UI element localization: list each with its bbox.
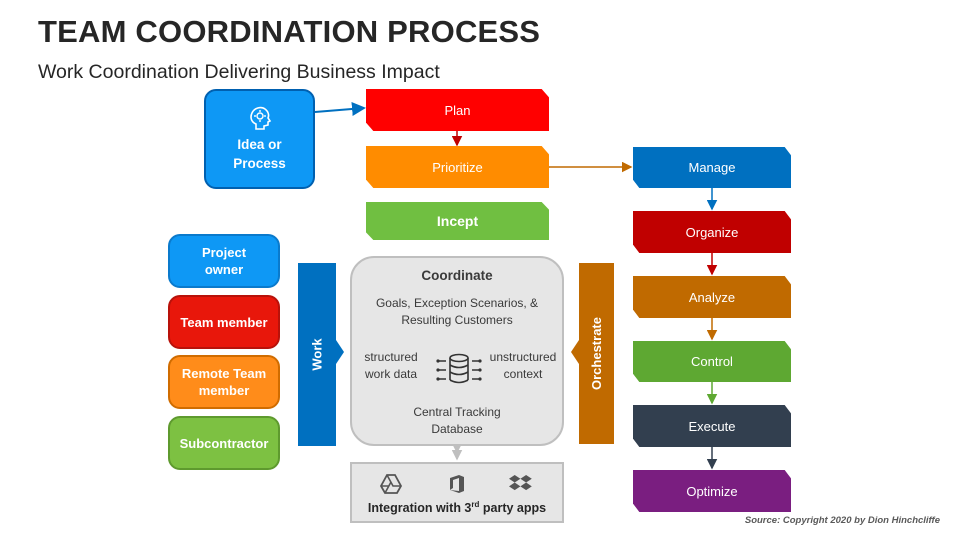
page-title: TEAM COORDINATION PROCESS [38,14,541,49]
role-remote-team-member[interactable]: Remote Team member [168,355,280,409]
integration-box[interactable]: Integration with 3rd party apps [350,462,564,523]
role-subcontractor-label: Subcontractor [179,435,269,451]
orchestrate-bar[interactable] [579,263,614,444]
role-subcontractor[interactable]: Subcontractor [168,416,280,470]
step-manage-label: Manage [688,160,736,175]
office-icon [450,475,464,493]
incept-box[interactable]: Incept [366,202,549,240]
coordinate-box[interactable]: Coordinate Goals, Exception Scenarios, &… [350,256,564,446]
source-credit: Source: Copyright 2020 by Dion Hinchclif… [744,515,940,526]
role-project-owner[interactable]: Project owner [168,234,280,288]
step-analyze[interactable]: Analyze [633,276,791,318]
step-execute-label: Execute [688,418,736,434]
plan-box[interactable]: Plan [366,89,549,131]
plan-label: Plan [444,102,471,118]
role-team-member-label: Team member [180,314,268,330]
database-icon [436,353,482,384]
step-optimize[interactable]: Optimize [633,470,791,512]
integration-label: Integration with 3 [367,501,472,516]
step-optimize-label: Optimize [686,483,738,499]
idea-to-plan-arrow [314,101,366,116]
coordinate-unstructured: unstructured context [489,350,557,381]
role-team-member[interactable]: Team member [168,295,280,349]
integration-sup: rd [471,500,480,509]
step-manage[interactable]: Manage [633,147,791,188]
step-execute[interactable]: Execute [633,405,791,447]
step-organize[interactable]: Organize [633,211,791,253]
idea-or-process-box[interactable]: Idea or Process [204,89,315,189]
step-control-label: Control [691,354,733,369]
page-subtitle: Work Coordination Delivering Business Im… [38,61,440,83]
idea-or-process-label: Idea or Process [233,137,286,171]
integration-suffix: party apps [479,501,547,516]
step-control[interactable]: Control [633,341,791,382]
dropbox-icon [509,474,532,491]
work-bar[interactable] [298,263,336,446]
prioritize-label: Prioritize [432,159,483,175]
role-project-owner-label: Project owner [201,245,247,277]
coordinate-structured: structured work data [364,350,418,381]
prioritize-box[interactable]: Prioritize [366,146,549,188]
coordinate-goals: Goals, Exception Scenarios, & Resulting … [375,296,539,327]
role-remote-team-member-label: Remote Team member [181,366,267,398]
coordinate-tracking-db: Central Tracking Database [413,405,501,436]
head-gear-icon [249,106,271,130]
step-organize-label: Organize [685,224,739,240]
google-drive-icon [379,474,403,494]
step-analyze-label: Analyze [688,289,736,305]
orchestrate-label: Orchestrate [589,317,605,390]
coordinate-title: Coordinate [421,268,493,283]
incept-label: Incept [436,213,479,229]
